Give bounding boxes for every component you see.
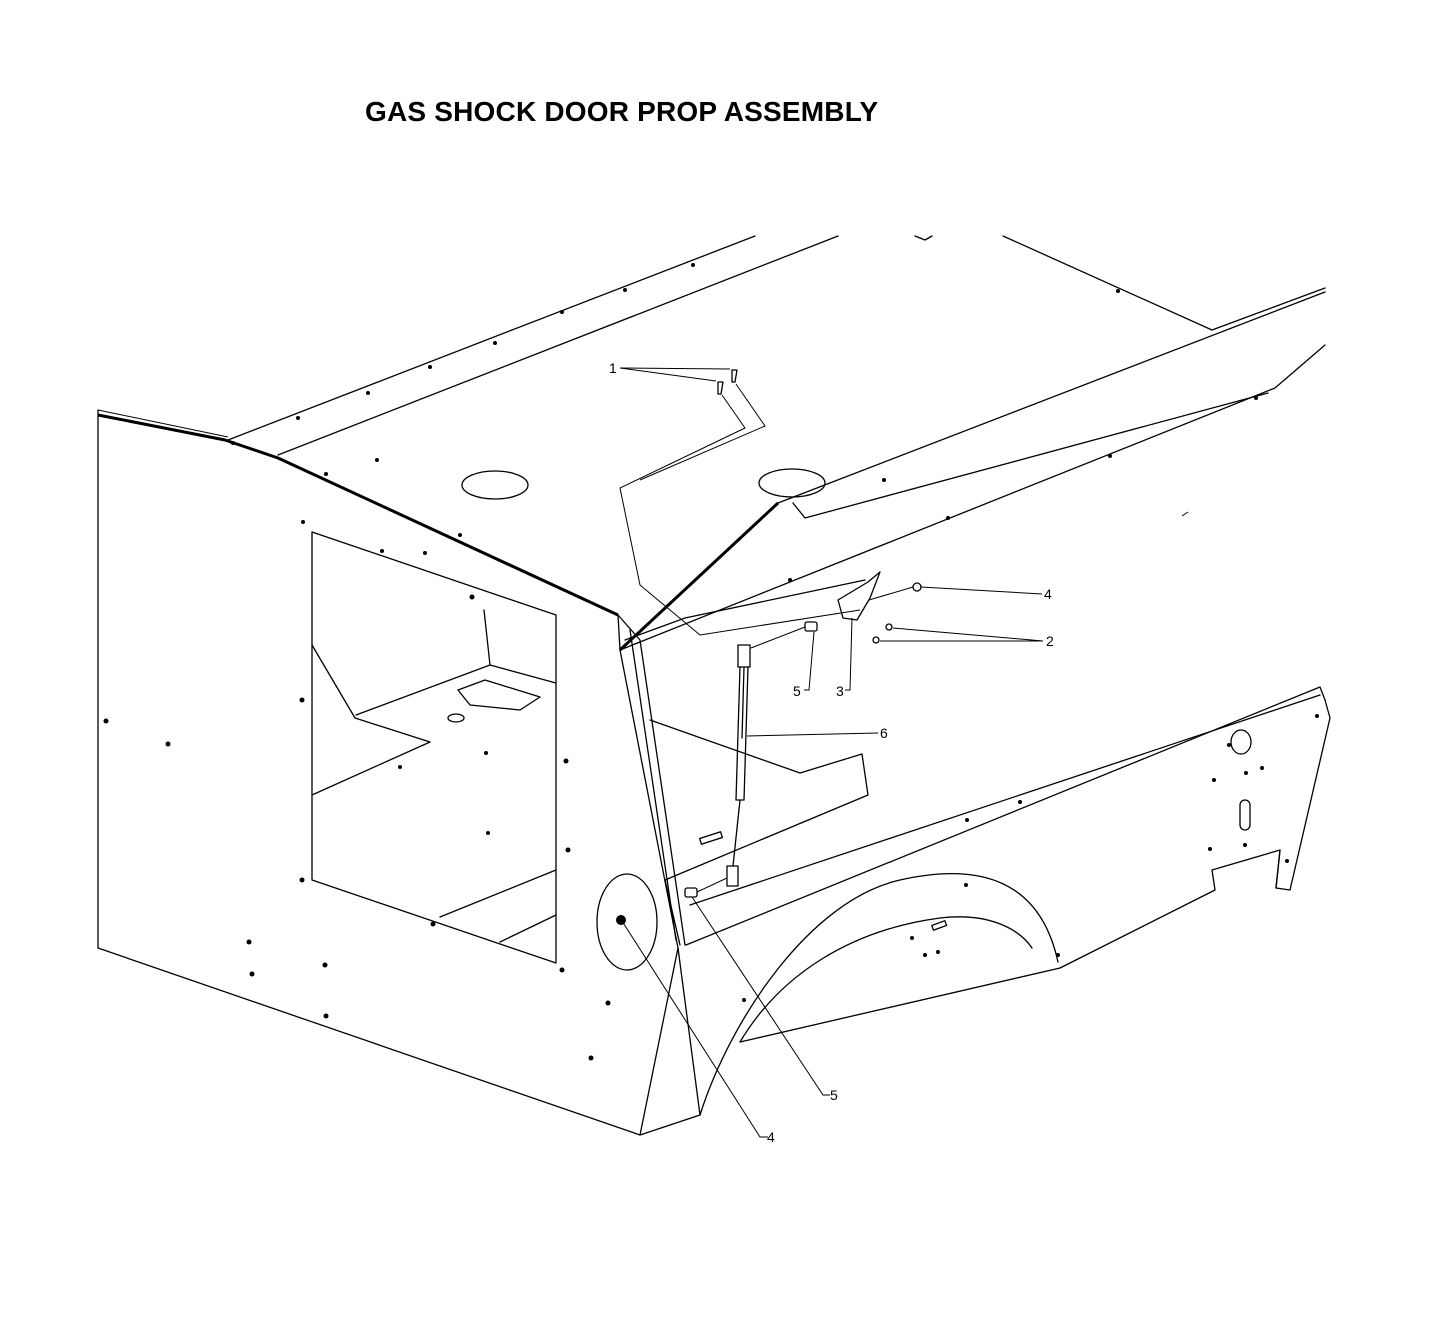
roof-panel [227,235,1326,555]
callout-labels: 1 2 3 4 4 5 5 6 [609,360,1054,1145]
right-fender [685,686,1331,1116]
callout-6-label: 6 [880,725,888,741]
callout-4-label: 4 [1044,586,1052,602]
callout-5-label: 5 [793,683,801,699]
left-body-side [97,409,701,1136]
callout-1-label: 1 [609,360,617,376]
gas-shock [726,644,751,887]
callout-4-lower-label: 4 [767,1129,775,1145]
hood-door [618,291,1326,652]
leader-lines [619,367,1044,1138]
callout-2-label: 2 [1046,633,1054,649]
door-pillar [617,614,686,946]
pivot-bracket [837,571,881,621]
hardware [619,369,922,898]
roof-edge [97,409,619,617]
stray-mark [1181,511,1189,517]
diagram-title: GAS SHOCK DOOR PROP ASSEMBLY [365,96,879,127]
callout-3-label: 3 [836,683,844,699]
callout-5-lower-label: 5 [830,1087,838,1103]
inner-panel [649,719,869,946]
